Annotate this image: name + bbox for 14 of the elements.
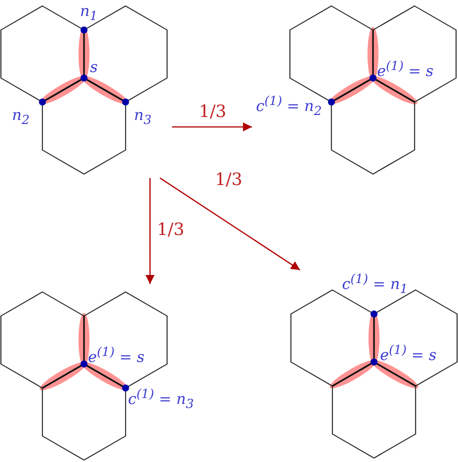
- vertex-label: c$^{(1)}$ = n$_{2}$: [256, 95, 322, 118]
- edge-label: 1/3: [198, 104, 228, 121]
- vertex-label: e$^{(1)}$ = s: [377, 60, 434, 79]
- arrow: [146, 178, 154, 284]
- vertex-label: n$_{2}$: [12, 108, 30, 126]
- vertex-label: c$^{(1)}$ = n$_{1}$: [342, 273, 408, 296]
- vertex-label: n$_{1}$: [80, 4, 98, 22]
- vertex-label: n$_{3}$: [134, 108, 152, 126]
- vertex-label: c$^{(1)}$ = n$_{3}$: [128, 388, 194, 410]
- arrow: [172, 122, 252, 132]
- vertex-label: e$^{(1)}$ = s: [380, 344, 436, 363]
- vertex-label: e$^{(1)}$ = s: [88, 346, 144, 365]
- vertex-label: s: [90, 60, 98, 75]
- arrow: [160, 178, 300, 270]
